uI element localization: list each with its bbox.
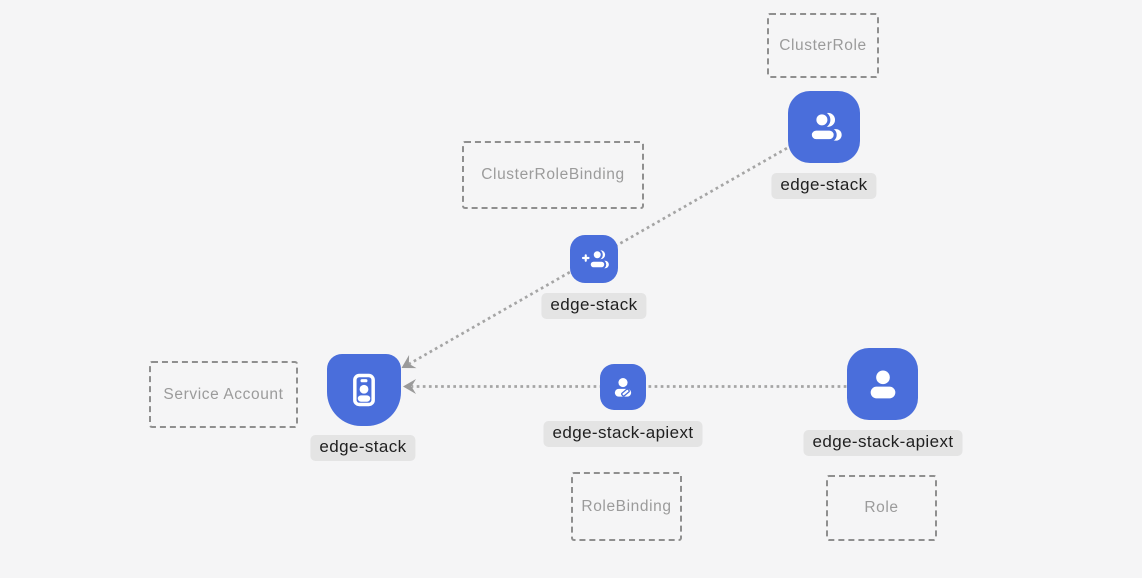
kind-box-label: ClusterRole <box>779 36 867 54</box>
kind-box-label: RoleBinding <box>581 497 672 515</box>
id-badge-icon <box>342 368 386 412</box>
node-label-role: edge-stack-apiext <box>803 430 963 456</box>
user-icon <box>863 364 903 404</box>
kind-box-rolebinding: RoleBinding <box>571 472 682 541</box>
node-label-clusterrolebinding: edge-stack <box>541 293 647 319</box>
node-label-clusterrole: edge-stack <box>771 173 877 199</box>
arrowhead-icon <box>403 379 416 394</box>
node-rolebinding-edge-stack-apiext <box>600 364 646 410</box>
node-clusterrole-edge-stack <box>788 91 860 163</box>
kind-box-clusterrolebinding: ClusterRoleBinding <box>462 141 644 209</box>
arrowhead-icon <box>401 355 417 369</box>
node-clusterrolebinding-edge-stack <box>570 235 618 283</box>
kind-box-label: Role <box>864 499 899 516</box>
kind-box-role: Role <box>826 475 937 541</box>
user-edit-icon <box>609 373 637 401</box>
kind-box-serviceaccount: Service Account <box>149 361 298 428</box>
kind-box-clusterrole: ClusterRole <box>767 13 879 78</box>
node-serviceaccount-edge-stack <box>327 354 401 426</box>
kind-box-label: ClusterRoleBinding <box>481 166 625 183</box>
users-group-icon <box>803 106 845 148</box>
node-label-rolebinding: edge-stack-apiext <box>543 421 703 447</box>
user-plus-icon <box>579 244 609 274</box>
node-label-serviceaccount: edge-stack <box>310 435 416 461</box>
kind-box-label: Service Account <box>163 385 284 403</box>
node-role-edge-stack-apiext <box>847 348 918 420</box>
